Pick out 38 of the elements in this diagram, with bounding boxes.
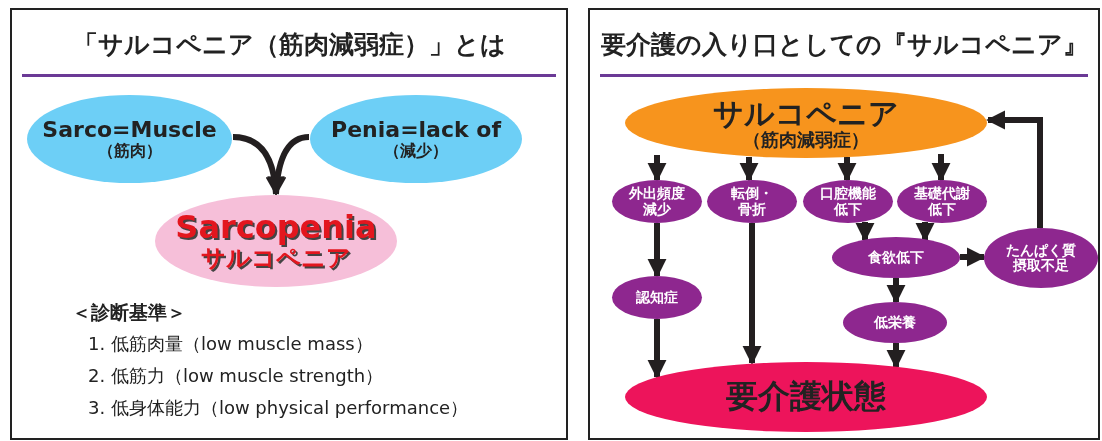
node-sublabel: （筋肉） xyxy=(97,142,162,160)
arrow xyxy=(931,154,951,182)
arrow xyxy=(886,343,906,369)
node-label: 要介護状態 xyxy=(726,379,886,415)
arrow xyxy=(647,223,667,278)
arrow xyxy=(886,278,906,304)
node-label: 低栄養 xyxy=(874,314,916,331)
node-label: 食欲低下 xyxy=(868,249,924,266)
arrow xyxy=(986,110,1043,228)
criteria-item: 2. 低筋力（low muscle strength） xyxy=(88,364,384,388)
arrow xyxy=(647,155,667,182)
list-heading: ＜診断基準＞ xyxy=(72,300,186,325)
criteria-item: 3. 低身体能力（low physical performance） xyxy=(88,396,469,420)
criteria-item: 1. 低筋肉量（low muscle mass） xyxy=(88,332,373,356)
panel-title: 「サルコペニア（筋肉減弱症）」とは xyxy=(71,29,507,61)
node-sublabel: （減少） xyxy=(384,142,448,160)
node-sublabel: サルコペニア xyxy=(201,245,351,272)
node-label: 外出頻度減少 xyxy=(628,186,686,217)
node-label: 基礎代謝低下 xyxy=(913,186,971,217)
arrow xyxy=(739,157,759,182)
panel xyxy=(10,8,568,440)
arrow xyxy=(960,247,986,267)
arrow xyxy=(647,319,667,379)
node-label: Sarco=Muscle xyxy=(42,118,217,143)
node-label: Sarcopenia xyxy=(175,210,377,246)
arrow xyxy=(837,157,857,182)
node-label: 認知症 xyxy=(636,289,678,306)
node-label: 転倒・骨折 xyxy=(730,186,774,217)
node-sublabel: （筋肉減弱症） xyxy=(743,129,869,150)
panel xyxy=(588,8,1100,440)
node-label: たんぱく質摂取不足 xyxy=(1005,242,1077,274)
arrow xyxy=(915,222,935,242)
node-label: サルコペニア xyxy=(713,96,899,130)
node-label: Penia=lack of xyxy=(331,118,501,143)
arrow xyxy=(855,222,875,242)
node-label: 口腔機能低下 xyxy=(819,186,877,217)
panel-title: 要介護の入り口としての『サルコペニア』 xyxy=(599,29,1089,61)
arrow xyxy=(742,223,762,365)
